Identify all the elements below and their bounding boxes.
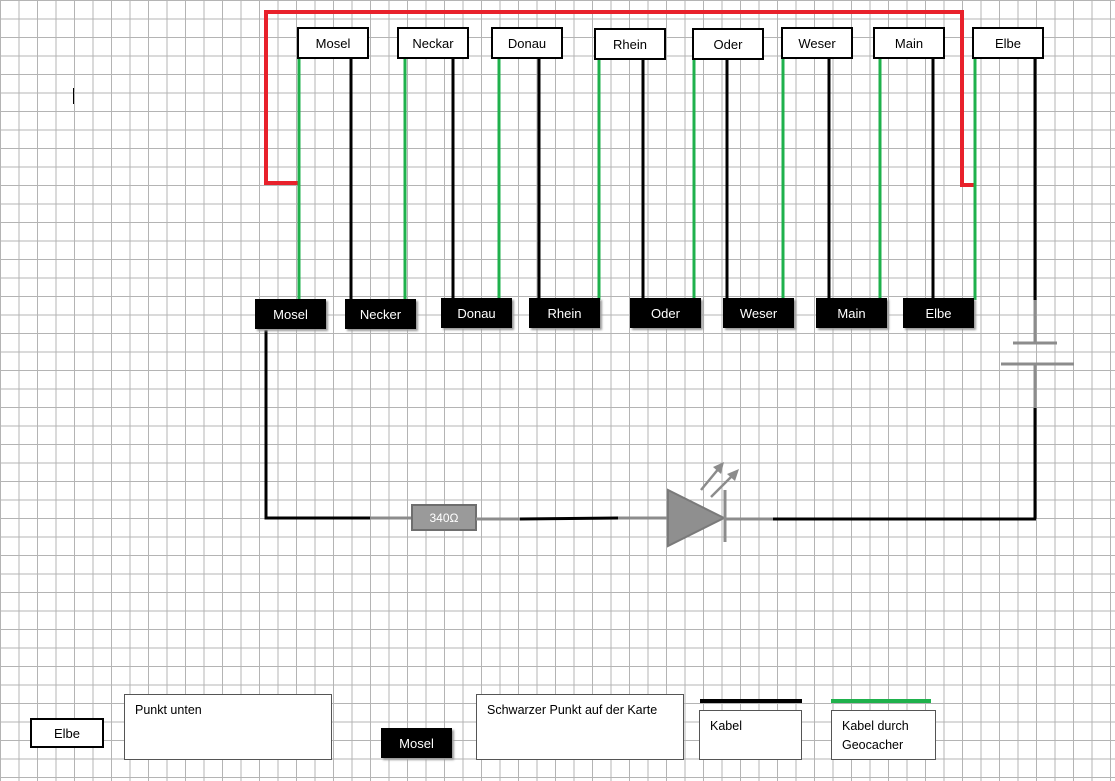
top-box-weser: Weser: [781, 27, 853, 59]
top-box-elbe: Elbe: [972, 27, 1044, 59]
legend-sample-top-box: Elbe: [30, 718, 104, 748]
legend-sample-bottom-box: Mosel: [381, 728, 452, 758]
legend-kabel-geocacher-line1: Kabel durch: [842, 719, 909, 733]
top-box-neckar: Neckar: [397, 27, 469, 59]
legend-schwarzer-punkt: Schwarzer Punkt auf der Karte: [476, 694, 684, 760]
top-box-oder: Oder: [692, 28, 764, 60]
bottom-box-main: Main: [816, 298, 887, 328]
bottom-box-elbe: Elbe: [903, 298, 974, 328]
text-cursor: [73, 88, 74, 104]
resistor: [411, 504, 477, 531]
wire-resistor-to-led: [519, 516, 619, 521]
top-box-rhein: Rhein: [594, 28, 666, 60]
bottom-box-rhein: Rhein: [529, 298, 600, 328]
top-box-mosel: Mosel: [297, 27, 369, 59]
resistor-label: 340Ω: [430, 511, 459, 525]
battery-symbol: [1001, 341, 1074, 408]
led-symbol: [667, 462, 739, 548]
bottom-box-donau: Donau: [441, 298, 512, 328]
bottom-box-weser: Weser: [723, 298, 794, 328]
legend-black-cable-line: [700, 699, 802, 703]
red-jumper-wire: [264, 10, 975, 187]
bottom-box-necker: Necker: [345, 299, 416, 329]
wire-mosel-return: [264, 330, 370, 520]
top-box-donau: Donau: [491, 27, 563, 59]
bottom-box-oder: Oder: [630, 298, 701, 328]
legend-kabel-geocacher: Kabel durch Geocacher: [831, 710, 936, 760]
legend-green-cable-line: [831, 699, 931, 703]
legend-kabel-geocacher-line2: Geocacher: [842, 738, 904, 752]
top-box-main: Main: [873, 27, 945, 59]
connection-wires: [297, 58, 977, 300]
legend-punkt-unten: Punkt unten: [124, 694, 332, 760]
legend-kabel: Kabel: [699, 710, 802, 760]
bottom-box-mosel: Mosel: [255, 299, 326, 329]
